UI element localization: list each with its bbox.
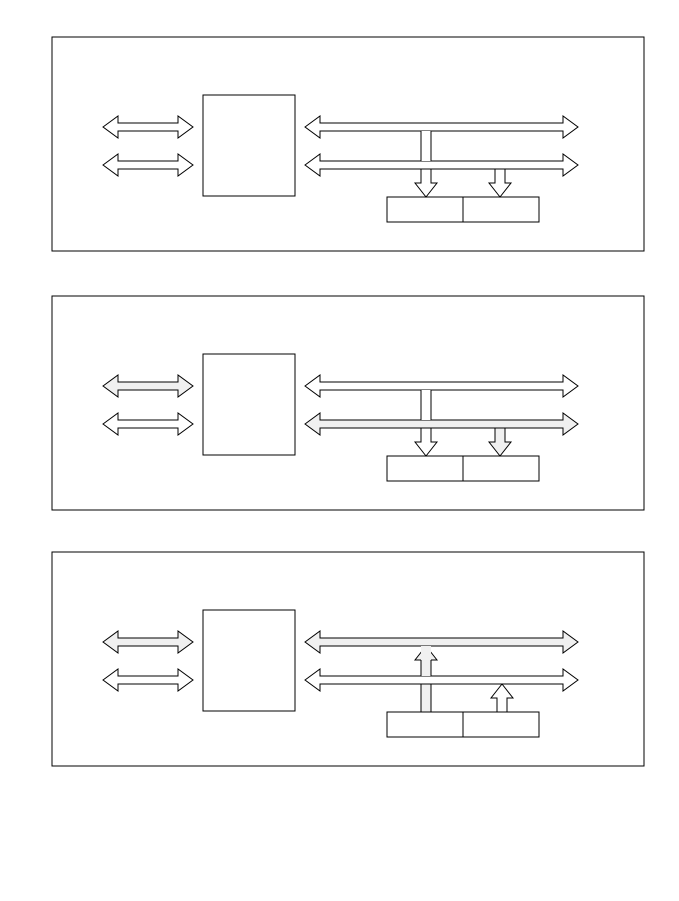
memory-block-left xyxy=(386,196,464,223)
memory-block-right xyxy=(462,196,540,223)
central-block xyxy=(202,353,296,456)
bus-arrow-2 xyxy=(304,153,579,177)
connector-stem-overlap xyxy=(421,646,431,676)
bus-arrow-2 xyxy=(304,412,579,436)
bus-arrow-1 xyxy=(304,115,579,139)
memory-block-right xyxy=(462,455,540,482)
diagram-panel-1 xyxy=(51,36,645,252)
left-io-arrow-1 xyxy=(102,630,194,654)
left-io-arrow-2 xyxy=(102,153,194,177)
left-io-arrow-2 xyxy=(102,412,194,436)
panel-frame xyxy=(51,551,645,767)
left-io-arrow-1 xyxy=(102,115,194,139)
central-block xyxy=(202,609,296,712)
memory-block-left xyxy=(386,455,464,482)
left-io-arrow-1 xyxy=(102,374,194,398)
central-block xyxy=(202,94,296,197)
connector-stem-overlap xyxy=(421,131,431,161)
bus-arrow-1 xyxy=(304,374,579,398)
connector-stem-overlap xyxy=(421,390,431,420)
memory-blocks xyxy=(386,196,540,223)
memory-block-right xyxy=(462,711,540,738)
memory-blocks xyxy=(386,711,540,738)
diagram-panel-2 xyxy=(51,295,645,511)
diagram-panel-3 xyxy=(51,551,645,767)
bus-arrow-2 xyxy=(304,668,579,692)
bus-arrow-1 xyxy=(304,630,579,654)
memory-block-left xyxy=(386,711,464,738)
connector-right-block-to-bus2 xyxy=(489,683,515,713)
memory-blocks xyxy=(386,455,540,482)
panel-frame xyxy=(51,295,645,511)
left-io-arrow-2 xyxy=(102,668,194,692)
panel-frame xyxy=(51,36,645,252)
